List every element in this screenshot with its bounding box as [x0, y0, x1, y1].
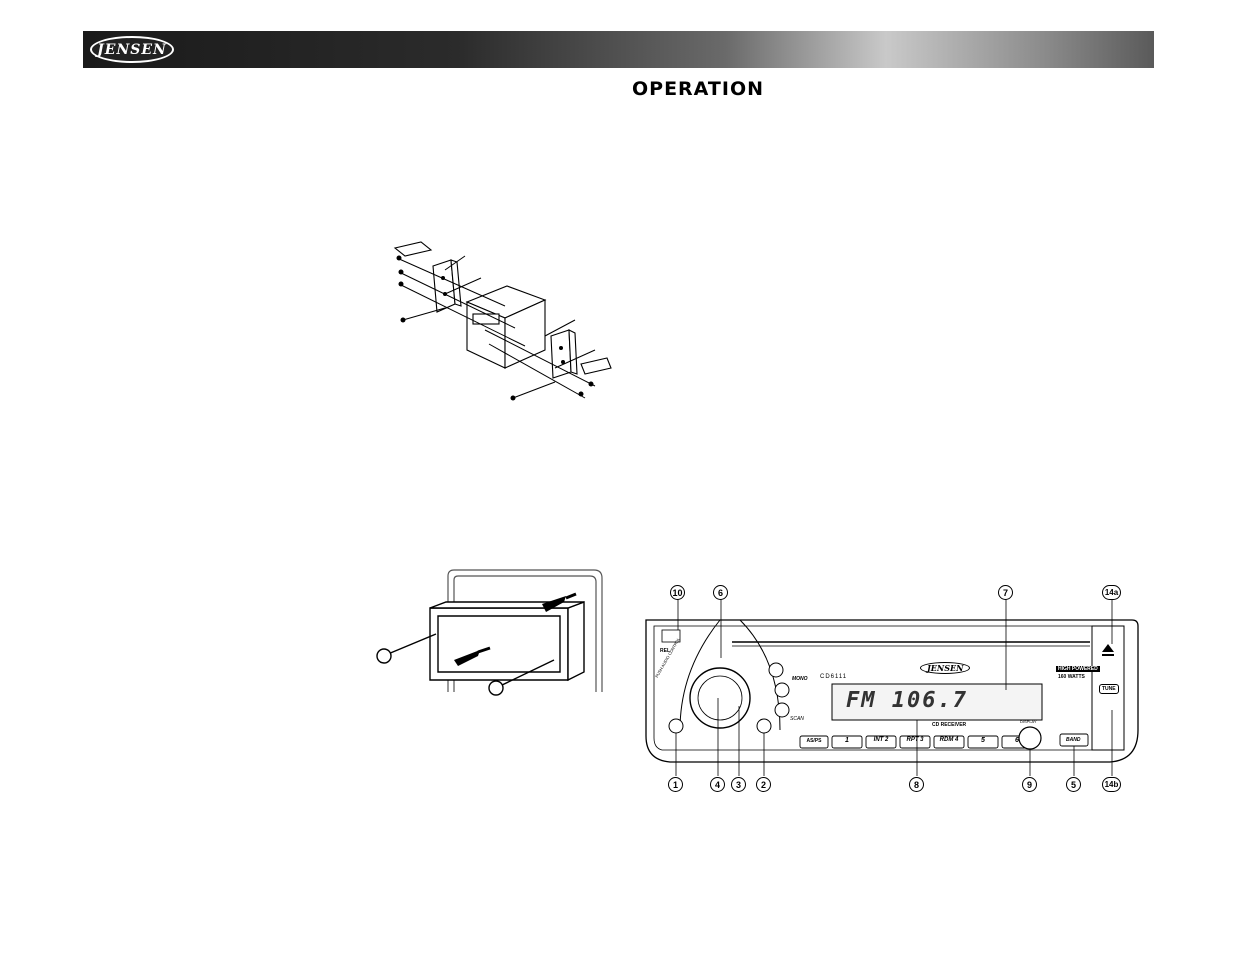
iso-mount-figure — [393, 241, 612, 401]
display-readout: FM 106.7 — [846, 688, 968, 713]
rel-label: REL — [660, 648, 670, 654]
preset-4: RDM 4 — [939, 737, 959, 743]
power-badge: HIGH POWERED — [1056, 666, 1100, 672]
callout-6: 6 — [713, 585, 728, 600]
callout-14a: 14a — [1102, 585, 1121, 600]
preset-2: INT 2 — [873, 737, 889, 743]
callout-14b: 14b — [1102, 777, 1121, 792]
brand-label: JENSEN — [920, 662, 971, 674]
callout-1: 1 — [668, 777, 683, 792]
removal-tool-figure — [376, 569, 603, 696]
mono-label: MONO — [792, 676, 808, 682]
callout-8: 8 — [909, 777, 924, 792]
jensen-logo: JENSEN — [90, 36, 174, 63]
tune-label: TUNE — [1099, 684, 1119, 694]
model-label: CD6111 — [820, 674, 848, 680]
preset-3: RPT 3 — [906, 737, 924, 743]
logo-text: JENSEN — [97, 41, 167, 58]
callout-4: 4 — [710, 777, 725, 792]
front-panel-figure: 10 6 7 14a 1 4 3 2 8 9 5 14b JENSEN CD61… — [640, 580, 1140, 795]
preset-6: 6 — [1015, 737, 1019, 744]
preset-as-ps: AS/PS — [806, 738, 822, 744]
callout-7: 7 — [998, 585, 1013, 600]
callout-5: 5 — [1066, 777, 1081, 792]
page-title: OPERATION — [632, 78, 764, 100]
callout-3: 3 — [731, 777, 746, 792]
callout-10: 10 — [670, 585, 685, 600]
cd-receiver-label: CD RECEIVER — [932, 722, 967, 728]
callout-2: 2 — [756, 777, 771, 792]
display-label: DISPLAY — [1020, 719, 1037, 724]
preset-1: 1 — [845, 737, 849, 744]
header-bar: JENSEN — [83, 31, 1154, 68]
band-label: BAND — [1066, 737, 1081, 743]
callout-9: 9 — [1022, 777, 1037, 792]
front-panel-drawing — [645, 598, 1139, 776]
scan-label: SCAN — [790, 716, 804, 722]
watts-label: 160 WATTS — [1058, 674, 1085, 680]
preset-5: 5 — [981, 737, 985, 744]
